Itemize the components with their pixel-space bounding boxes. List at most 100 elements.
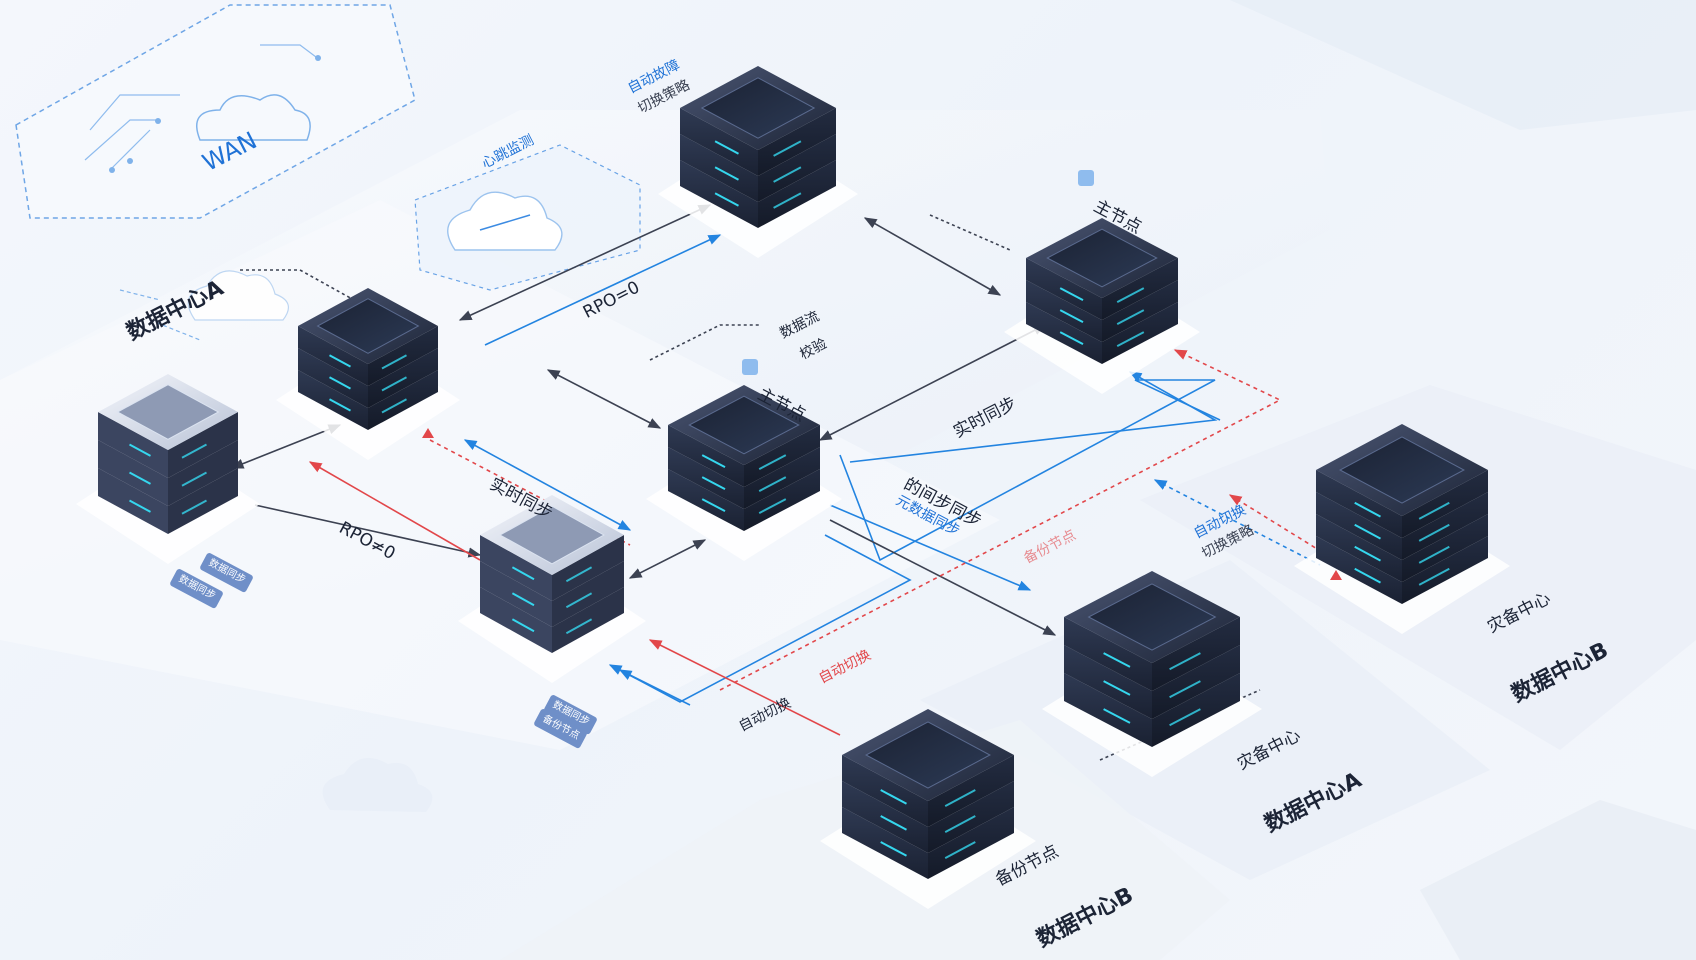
link-rpo-zero-b bbox=[484, 234, 722, 346]
server-led bbox=[880, 789, 907, 805]
server-led bbox=[1169, 680, 1201, 699]
server-led bbox=[944, 789, 976, 807]
server-led bbox=[701, 454, 726, 468]
server-led bbox=[773, 166, 802, 183]
node-icon bbox=[742, 359, 758, 375]
server-side-left bbox=[842, 781, 928, 853]
link-rpo-nonzero bbox=[254, 504, 482, 558]
server-led bbox=[1418, 545, 1450, 564]
server-led bbox=[758, 476, 787, 492]
server-led bbox=[381, 354, 407, 370]
server-side-right bbox=[1152, 645, 1240, 719]
server-primary-right bbox=[1004, 218, 1200, 394]
link-red-dash-left bbox=[429, 439, 631, 546]
server-screen bbox=[700, 77, 816, 139]
link-left-server bbox=[230, 424, 342, 469]
link-mid-lower bbox=[628, 539, 707, 579]
server-side-right bbox=[758, 160, 836, 228]
cloud-icon bbox=[322, 757, 433, 812]
server-screen bbox=[688, 395, 800, 455]
server-led bbox=[701, 476, 726, 490]
server-top-primary bbox=[658, 66, 858, 258]
server-side-left bbox=[480, 587, 552, 653]
server-side-left bbox=[1064, 617, 1152, 691]
server-side-left bbox=[1064, 673, 1152, 747]
server-led bbox=[773, 140, 802, 157]
server-side-left bbox=[98, 412, 168, 478]
server-side-right bbox=[758, 108, 836, 176]
platform-top-right bbox=[1230, 0, 1696, 130]
server-led bbox=[1059, 287, 1084, 301]
alert-icon bbox=[1330, 570, 1342, 580]
server-led bbox=[329, 398, 351, 412]
server-led bbox=[1116, 331, 1145, 347]
server-screen bbox=[316, 298, 420, 354]
server-screen bbox=[865, 721, 991, 789]
server-led bbox=[880, 815, 907, 831]
server-backup-bottom bbox=[820, 709, 1036, 909]
link-blue-bottom bbox=[618, 534, 912, 703]
server-led bbox=[1116, 309, 1145, 325]
server-led bbox=[714, 140, 739, 155]
platform-bottom-right bbox=[1420, 800, 1696, 960]
server-side-right bbox=[552, 561, 624, 627]
server-led bbox=[1059, 309, 1084, 323]
server-led bbox=[758, 498, 787, 514]
link-center-dashed bbox=[649, 324, 760, 361]
server-led bbox=[511, 592, 535, 607]
server-led bbox=[381, 398, 407, 414]
server-side-left bbox=[680, 108, 758, 176]
server-side-right bbox=[168, 412, 238, 478]
server-side-right bbox=[928, 807, 1014, 879]
server-led bbox=[1103, 652, 1131, 668]
cloud-icon bbox=[187, 270, 290, 321]
server-led bbox=[880, 841, 907, 857]
server-led bbox=[181, 499, 207, 515]
server-led bbox=[381, 376, 407, 392]
server-led bbox=[1354, 545, 1381, 562]
server-led bbox=[758, 454, 787, 470]
link-red-long bbox=[719, 349, 1282, 691]
server-dc-a-main bbox=[276, 288, 460, 460]
server-screen bbox=[1046, 228, 1158, 288]
link-sync-left bbox=[463, 439, 632, 531]
server-led bbox=[714, 166, 739, 181]
server-led bbox=[565, 592, 593, 609]
server-led bbox=[329, 354, 351, 368]
server-led bbox=[1059, 331, 1084, 345]
server-led bbox=[181, 443, 207, 459]
server-screen bbox=[1087, 583, 1217, 651]
server-led bbox=[129, 443, 151, 457]
server-led bbox=[1418, 523, 1450, 542]
link-red-bottom bbox=[648, 639, 841, 736]
server-screen bbox=[499, 505, 605, 565]
server-led bbox=[1354, 501, 1381, 518]
server-led bbox=[944, 815, 976, 833]
server-led bbox=[129, 471, 151, 485]
link-right-mid bbox=[818, 324, 1047, 441]
servers bbox=[76, 66, 1510, 909]
server-primary-mid bbox=[646, 385, 842, 561]
node-markers bbox=[422, 170, 1342, 580]
server-led bbox=[1169, 708, 1201, 727]
server-led bbox=[565, 566, 593, 583]
server-side-right bbox=[928, 781, 1014, 853]
server-led bbox=[1418, 501, 1450, 520]
wan-panel bbox=[15, 4, 416, 219]
link-red-left bbox=[308, 461, 481, 561]
link-to-dr-mid-b bbox=[829, 504, 1032, 591]
server-led bbox=[701, 498, 726, 512]
server-side-left bbox=[480, 561, 552, 627]
server-led bbox=[1354, 523, 1381, 540]
link-blue-bottom-2 bbox=[608, 664, 691, 706]
server-led bbox=[1354, 567, 1381, 584]
server-led bbox=[329, 376, 351, 390]
server-side-right bbox=[1152, 617, 1240, 691]
link-to-dr-mid bbox=[829, 519, 1057, 636]
server-led bbox=[511, 566, 535, 581]
link-blue-upper bbox=[849, 371, 1218, 463]
link-rpo-zero bbox=[458, 204, 712, 321]
server-side-right bbox=[928, 755, 1014, 827]
server-led bbox=[944, 841, 976, 859]
server-side-left bbox=[98, 468, 168, 534]
